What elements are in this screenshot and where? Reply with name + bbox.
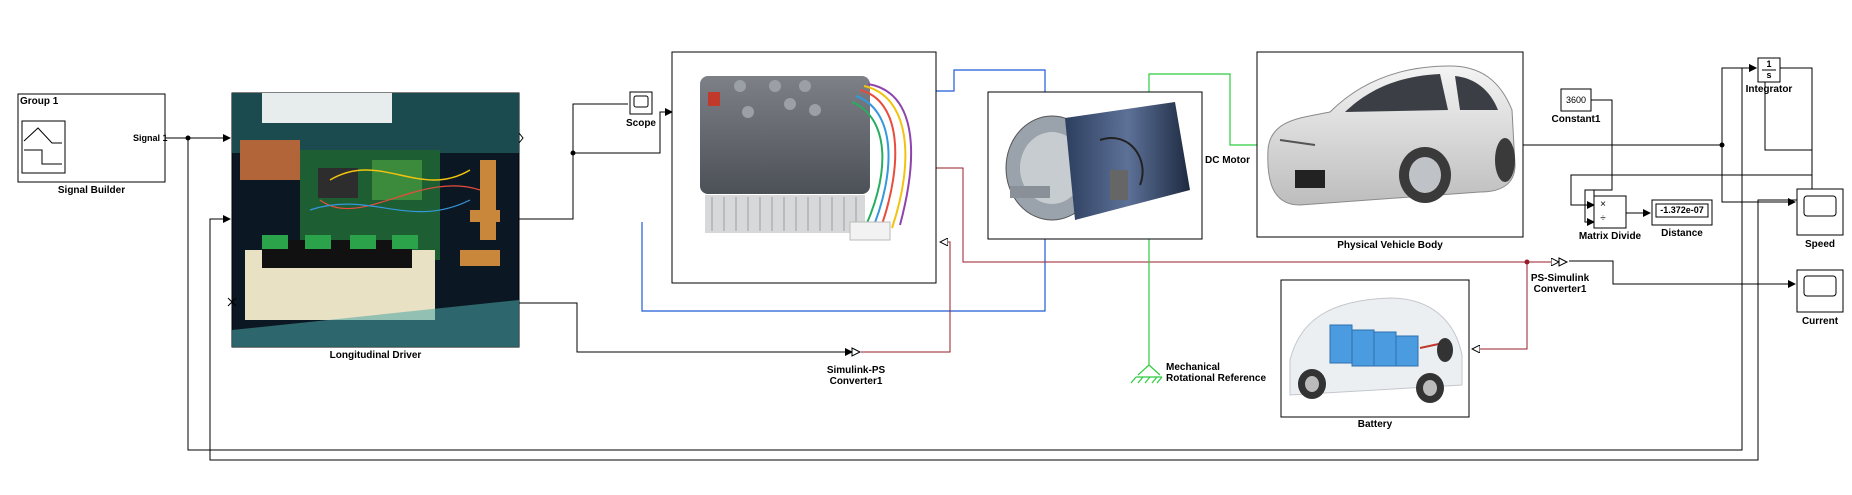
longitudinal-driver-block[interactable] — [227, 92, 524, 348]
simulink-ps-label-line2: Converter1 — [829, 376, 883, 387]
line-ps-to-current — [1569, 260, 1796, 288]
line-integrator-out — [1570, 67, 1813, 209]
line-body-out — [1523, 64, 1757, 146]
matrix-divide-block[interactable] — [1593, 195, 1627, 229]
signal-builder-icon — [23, 127, 62, 165]
simulink-ps-label-line1: Simulink-PS — [826, 365, 886, 376]
constant1-value: 3600 — [1565, 95, 1587, 105]
scope-block[interactable] — [629, 91, 653, 115]
signal-builder-port-label: Signal 1 — [133, 133, 168, 143]
mechanical-lines — [1148, 73, 1260, 365]
constant1-block[interactable] — [1560, 88, 1592, 112]
integrator-denominator: s — [1766, 70, 1772, 80]
scope-icon — [1803, 275, 1837, 297]
current-scope-block[interactable] — [1796, 269, 1844, 313]
matrix-divide-label: Matrix Divide — [1578, 231, 1642, 242]
signal-builder-group-label: Group 1 — [20, 96, 59, 107]
longitudinal-driver-label: Longitudinal Driver — [329, 350, 422, 361]
line-driver-to-ps — [519, 302, 853, 356]
electrical-lines — [641, 69, 1046, 312]
simulink-ps-converter[interactable] — [851, 347, 862, 357]
mech-ref-label-line1: Mechanical — [1166, 362, 1220, 373]
dc-motor-label: DC Motor — [1205, 155, 1250, 166]
line-driver-to-scope — [519, 103, 628, 220]
ground-icon[interactable] — [1130, 364, 1163, 384]
speed-label: Speed — [1804, 239, 1835, 250]
battery-block[interactable] — [1280, 279, 1470, 418]
vehicle-body-block[interactable] — [1256, 51, 1524, 238]
distance-label: Distance — [1661, 228, 1703, 239]
integrator-block[interactable] — [1757, 57, 1781, 83]
ps-simulink-label-line2: Converter1 — [1533, 284, 1587, 295]
ps-simulink-label-line1: PS-Simulink — [1530, 273, 1590, 284]
current-label: Current — [1801, 316, 1839, 327]
speed-scope-block[interactable] — [1796, 188, 1844, 236]
distance-value: -1.372e-07 — [1660, 205, 1704, 215]
signal-builder-block[interactable] — [17, 93, 166, 183]
scope-label: Scope — [625, 118, 656, 129]
motor-controller-block[interactable] — [671, 51, 937, 284]
vehicle-body-label: Physical Vehicle Body — [1337, 240, 1443, 251]
scope-icon — [1803, 195, 1837, 217]
battery-label: Battery — [1357, 419, 1393, 430]
signal-lines — [166, 64, 1813, 461]
distance-display-block[interactable] — [1651, 199, 1713, 226]
line-feedback-driver — [209, 68, 1813, 461]
mech-ref-label-line2: Rotational Reference — [1166, 373, 1267, 384]
integrator-label: Integrator — [1745, 84, 1793, 95]
matrix-divide-op-bottom: ÷ — [1600, 213, 1606, 224]
ps-simulink-converter[interactable] — [1558, 257, 1569, 267]
integrator-numerator: 1 — [1766, 59, 1772, 69]
constant1-label: Constant1 — [1551, 114, 1601, 125]
dc-motor-block[interactable] — [987, 91, 1203, 240]
scope-icon — [633, 95, 649, 108]
physical-lines — [861, 167, 1559, 352]
signal-builder-label: Signal Builder — [57, 185, 126, 196]
matrix-divide-op-top: × — [1600, 199, 1606, 210]
